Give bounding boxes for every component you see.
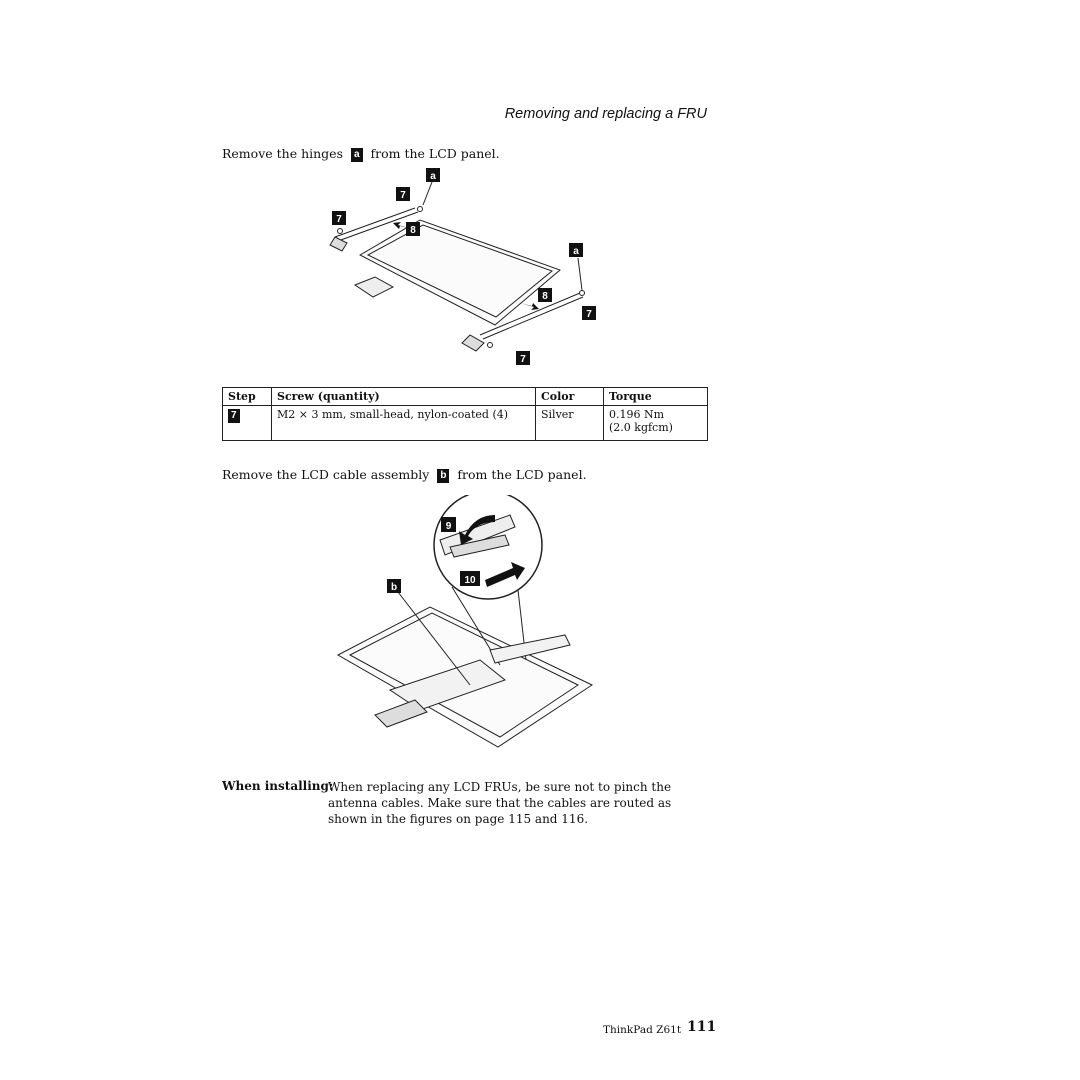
header-screw: Screw (quantity) [271,387,536,406]
cell-color: Silver [535,405,604,441]
svg-text:8: 8 [542,291,548,302]
footer-model: ThinkPad Z61t [603,1024,682,1036]
callout-screw-7-top: 7 [396,187,410,201]
screw-shape [579,290,585,296]
svg-text:7: 7 [336,214,342,225]
cable-callout-badge: b [437,469,450,483]
detail-connector [449,534,510,558]
step-cable-text-before: Remove the LCD cable assembly [222,467,430,482]
svg-text:b: b [391,582,397,593]
right-hinge-rail [479,292,584,340]
svg-text:10: 10 [464,575,476,586]
right-hinge-bracket [461,334,485,352]
cable-connector-shape [353,276,395,298]
step-cable-instruction: Remove the LCD cable assembly b from the… [222,467,587,483]
torque-kgfcm: (2.0 kgfcm) [609,421,673,434]
table-row: 7 M2 × 3 mm, small-head, nylon-coated (4… [222,405,708,441]
screw-shape [337,228,343,234]
peel-arrow [459,515,495,545]
svg-text:9: 9 [446,521,452,532]
callout-hinge-a-top: a [426,168,440,182]
callout-slide-8-left: 8 [406,222,420,236]
header-color: Color [535,387,604,406]
section-title: Removing and replacing a FRU [504,106,707,122]
callout-screw-7-right: 7 [582,306,596,320]
callout-pull-10: 10 [460,571,480,586]
screw-table: Step Screw (quantity) Color Torque 7 M2 … [222,387,708,441]
hinge-removal-figure: a 7 7 8 a 8 7 7 [329,168,596,365]
callout-hinge-a-right: a [569,243,583,257]
cell-step: 7 [222,405,272,441]
svg-text:a: a [573,246,579,257]
svg-text:a: a [430,171,436,182]
lcd-cable-connector [374,699,428,728]
step-badge: 7 [228,409,240,423]
lcd-panel-inner [366,224,553,318]
step-hinges-instruction: Remove the hinges a from the LCD panel. [222,146,500,162]
pull-arrow [485,562,525,587]
cell-torque: 0.196 Nm (2.0 kgfcm) [603,405,708,441]
step-cable-text-after: from the LCD panel. [457,467,587,482]
page-number: 111 [687,1019,717,1035]
leader-line [422,181,433,206]
svg-text:8: 8 [410,225,416,236]
leader-line [577,257,583,291]
lcd-panel-inner [348,612,579,738]
step-hinges-text-before: Remove the hinges [222,146,343,161]
svg-text:7: 7 [400,190,406,201]
callout-peel-9: 9 [441,517,456,532]
lcd-cable-tail [489,634,571,664]
svg-text:7: 7 [586,309,592,320]
cell-screw: M2 × 3 mm, small-head, nylon-coated (4) [271,405,536,441]
leader-line [397,591,471,686]
cable-removal-figure: 9 10 b [336,495,594,748]
screw-table-header-row: Step Screw (quantity) Color Torque [222,387,708,406]
torque-nm: 0.196 Nm [609,408,665,421]
screw-shape [487,342,493,348]
slide-arrow-right [520,303,539,310]
callout-screw-7-left: 7 [332,211,346,225]
callout-cable-b: b [387,579,401,593]
lcd-panel-outline [358,219,561,326]
left-hinge-bracket [329,236,348,252]
header-step: Step [222,387,272,406]
hinge-callout-badge: a [350,148,363,162]
svg-text:7: 7 [520,354,526,365]
callout-screw-7-bottom: 7 [516,351,530,365]
callout-slide-8-right: 8 [538,288,552,302]
note-label: When installing: [222,779,334,793]
left-hinge-rail [334,207,419,242]
header-torque: Torque [603,387,708,406]
note-text: When replacing any LCD FRUs, be sure not… [328,780,672,826]
step-hinges-text-after: from the LCD panel. [370,146,500,161]
screw-shape [417,206,423,212]
slide-arrow-left [393,222,412,229]
